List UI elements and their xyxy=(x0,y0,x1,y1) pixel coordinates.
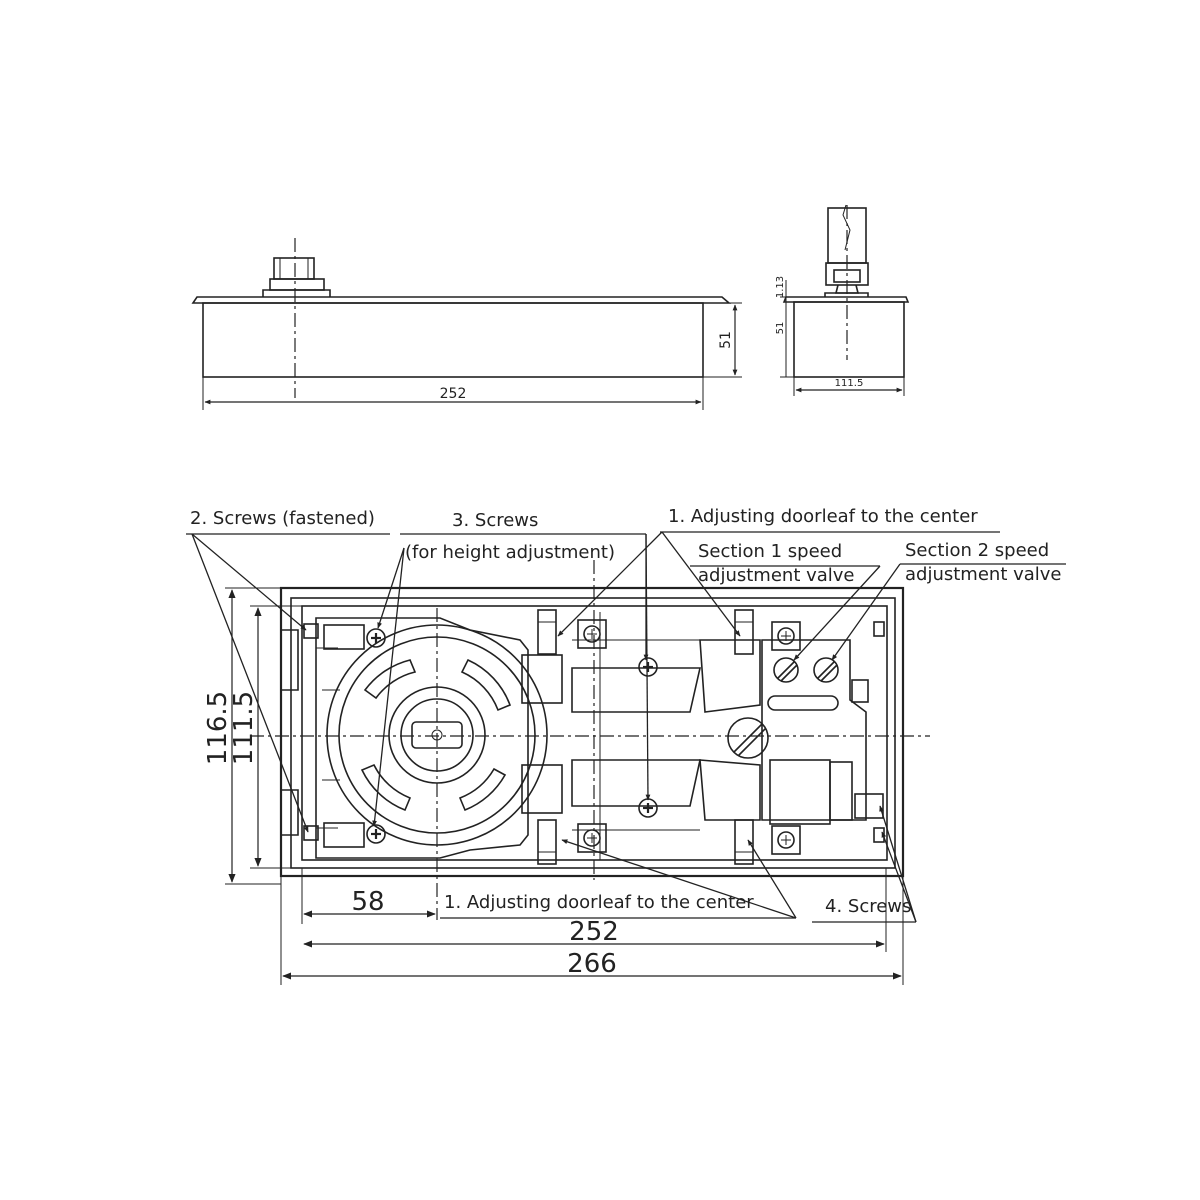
label-screws-4: 4. Screws xyxy=(825,896,911,917)
section1-speed-valve xyxy=(773,657,799,683)
label-screws-fastened: 2. Screws (fastened) xyxy=(190,508,375,529)
side-view-body xyxy=(202,302,704,378)
top-view: 116.5 111.5 58 252 266 2. Screws (fasten… xyxy=(186,506,1066,985)
side-view-cover-plate xyxy=(191,296,732,304)
center-adjust-bolt-top-left xyxy=(537,609,557,655)
height-adjust-block-top xyxy=(521,654,563,704)
spindle-offset-label: 58 xyxy=(351,887,384,917)
center-adjust-bolt-bottom-left xyxy=(537,819,557,865)
side-view: 252 51 xyxy=(191,238,742,410)
label-section1-line2: adjustment valve xyxy=(698,565,855,586)
side-view-length-label: 252 xyxy=(440,386,467,402)
main-adjust-screw xyxy=(727,717,769,759)
outer-length-label: 266 xyxy=(567,949,617,979)
section2-speed-valve xyxy=(813,657,839,683)
pivot-plate xyxy=(315,617,529,859)
side-view-spindle xyxy=(262,257,331,297)
label-section1-line1: Section 1 speed xyxy=(698,541,842,562)
label-section2-line1: Section 2 speed xyxy=(905,540,1049,561)
valve-housing xyxy=(769,759,831,825)
cover-plate-outline xyxy=(279,586,905,878)
height-adjust-block-bottom xyxy=(521,764,563,814)
side-view-height-label: 51 xyxy=(718,331,734,349)
fastening-screw-top-left xyxy=(303,623,319,639)
label-screws-height: 3. Screws xyxy=(452,510,538,531)
end-view: 1.13 51 111.5 xyxy=(775,204,910,396)
end-view-body xyxy=(793,301,905,378)
inner-height-label: 111.5 xyxy=(229,691,259,765)
piston-top xyxy=(571,667,702,713)
phillips-screws xyxy=(366,619,801,855)
label-section2-line2: adjustment valve xyxy=(905,564,1062,585)
center-adjust-bolt-bottom-right xyxy=(734,819,754,865)
inner-length-label: 252 xyxy=(569,917,619,947)
valve-block xyxy=(761,639,867,821)
end-view-height-label: 51 xyxy=(775,322,786,335)
label-screws-height-note: (for height adjustment) xyxy=(405,542,615,563)
end-view-offset-label: 1.13 xyxy=(775,276,786,298)
label-adjust-center-top: 1. Adjusting doorleaf to the center xyxy=(668,506,978,527)
piston-bottom xyxy=(571,759,701,807)
label-adjust-center-bottom: 1. Adjusting doorleaf to the center xyxy=(444,892,754,913)
fastening-screw-top-right xyxy=(873,621,885,637)
end-view-width-label: 111.5 xyxy=(835,378,864,389)
fastening-screw-bottom-left xyxy=(303,825,319,841)
outer-height-label: 116.5 xyxy=(203,691,233,765)
